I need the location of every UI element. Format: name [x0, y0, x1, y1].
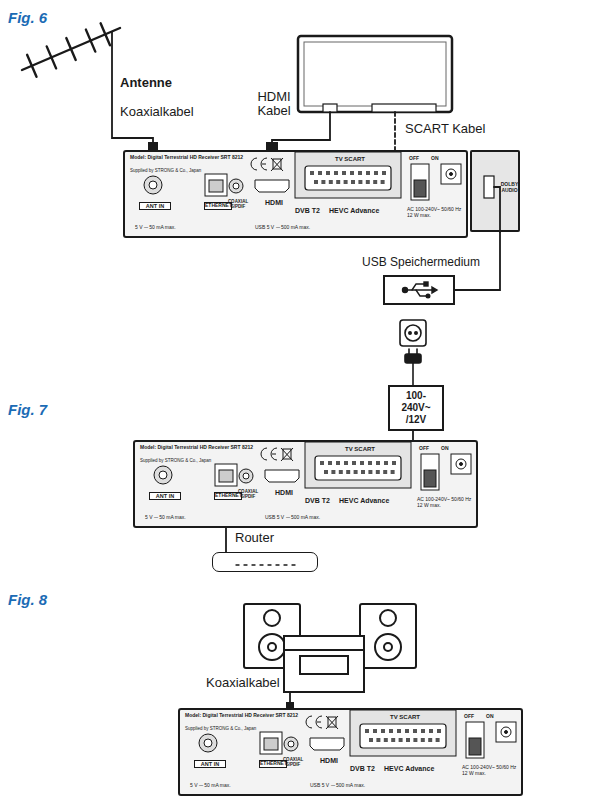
callout-label: SCART Kabel — [405, 122, 485, 136]
panel-label: ON — [431, 156, 443, 162]
panel-label: TV SCART — [297, 156, 403, 163]
panel-label: Supplied by STRONG & Co., Japan — [185, 727, 303, 732]
panel-label: DVB T2 — [350, 765, 380, 773]
panel-label: HEVC Advance — [329, 207, 399, 215]
panel-label: HEVC Advance — [339, 497, 409, 505]
panel-label: ANT IN — [149, 492, 181, 500]
panel-label: COAXIAL S/PDIF — [236, 490, 260, 500]
panel-label: ETHERNET — [259, 760, 287, 768]
panel-label: AC 100-240V~ 50/60 Hz 12 W max. — [462, 765, 522, 776]
panel-label: Supplied by STRONG & Co., Japan — [130, 169, 248, 174]
usb-cable — [494, 187, 500, 232]
usb-port — [484, 176, 494, 198]
panel-label: HDMI — [257, 199, 291, 207]
node-label: Router — [235, 531, 274, 545]
panel-label: COAXIAL S/PDIF — [226, 200, 250, 210]
figure-number: Fig. 6 — [8, 10, 47, 27]
panel-label: USB 5 V ⎓ 500 mA max. — [255, 225, 339, 231]
panel-label: ETHERNET — [204, 202, 232, 210]
panel-label: OFF — [409, 156, 423, 162]
node-label: 100-240V~ /12V — [393, 390, 439, 426]
panel-label: ETHERNET — [214, 492, 242, 500]
panel-label: Supplied by STRONG & Co., Japan — [140, 459, 258, 464]
usb-symbol — [403, 282, 438, 298]
callout-label: HDMI Kabel — [248, 90, 300, 119]
scart-cable — [394, 112, 396, 150]
panel-label: COAXIAL S/PDIF — [281, 758, 305, 768]
tv — [298, 36, 452, 112]
receiver-panel: Model: Digital Terrestrial HD Receiver S… — [123, 150, 468, 238]
panel-label: Model: Digital Terrestrial HD Receiver S… — [140, 445, 258, 451]
panel-label: USB 5 V ⎓ 500 mA max. — [310, 783, 394, 789]
cable — [225, 528, 227, 552]
power-socket — [400, 320, 426, 385]
figure-number: Fig. 7 — [8, 402, 47, 419]
cable — [412, 431, 414, 440]
callout-label: Koaxialkabel — [120, 105, 194, 119]
node-label: USB Speichermedium — [345, 256, 497, 269]
panel-label: Model: Digital Terrestrial HD Receiver S… — [185, 713, 303, 719]
panel-label: HDMI — [267, 489, 301, 497]
panel-label: AC 100-240V~ 50/60 Hz 12 W max. — [417, 497, 477, 508]
coax-cable — [289, 692, 291, 702]
panel-label: Model: Digital Terrestrial HD Receiver S… — [130, 155, 248, 161]
callout-label: Antenne — [120, 76, 172, 90]
router-box: Router — [212, 552, 318, 572]
panel-label: 5 V ⎓ 50 mA max. — [135, 225, 199, 231]
panel-label: DVB T2 — [305, 497, 335, 505]
panel-label: DVB T2 — [295, 207, 325, 215]
receiver-side: DOLBY AUDIO — [470, 150, 520, 232]
panel-label: ON — [486, 714, 498, 720]
panel-label: HEVC Advance — [384, 765, 454, 773]
panel-label: ON — [441, 446, 453, 452]
panel-label: ANT IN — [194, 760, 226, 768]
panel-label: ANT IN — [139, 202, 171, 210]
antenna — [22, 23, 120, 77]
panel-label: USB 5 V ⎓ 500 mA max. — [265, 515, 349, 521]
panel-label: OFF — [419, 446, 433, 452]
panel-label: 5 V ⎓ 50 mA max. — [145, 515, 209, 521]
panel-label: 5 V ⎓ 50 mA max. — [190, 783, 254, 789]
usb-storage: USB Speichermedium — [383, 275, 455, 305]
panel-label: AC 100-240V~ 50/60 Hz 12 W max. — [407, 207, 467, 218]
callout-label: Koaxialkabel — [206, 676, 280, 690]
power-adapter: 100-240V~ /12V — [388, 385, 444, 431]
panel-label: TV SCART — [307, 446, 413, 453]
panel-label: HDMI — [312, 757, 346, 765]
receiver-panel: Model: Digital Terrestrial HD Receiver S… — [178, 708, 523, 796]
receiver-panel: Model: Digital Terrestrial HD Receiver S… — [133, 440, 478, 528]
router-leds — [236, 564, 295, 565]
node-label: DOLBY AUDIO — [499, 182, 520, 193]
figure-number: Fig. 8 — [8, 592, 47, 609]
panel-label: TV SCART — [352, 714, 458, 721]
panel-label: OFF — [464, 714, 478, 720]
